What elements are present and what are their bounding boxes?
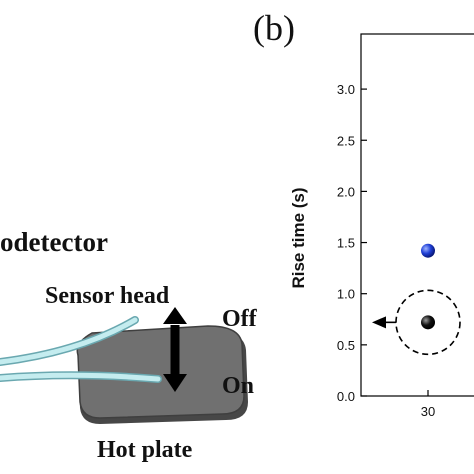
y-tick-label: 0.5	[337, 338, 355, 353]
optical-fibers	[0, 316, 162, 383]
x-axis-ticks: 30	[421, 390, 435, 419]
off-label: Off	[222, 306, 258, 332]
on-label: On	[222, 373, 254, 399]
up-down-arrow-icon	[163, 307, 187, 392]
sensor-head-label: Sensor head	[45, 283, 170, 309]
data-point-2	[421, 315, 435, 330]
y-tick-label: 3.0	[337, 82, 355, 97]
data-point-1	[421, 243, 435, 258]
y-tick-label: 1.5	[337, 236, 355, 251]
y-tick-label: 2.0	[337, 184, 355, 199]
y-tick-label: 0.0	[337, 389, 355, 404]
hot-plate-label: Hot plate	[97, 437, 193, 463]
data-points	[421, 243, 435, 330]
photodetector-label: odetector	[0, 227, 108, 257]
rise-time-chart: 0.0 0.5 1.0 1.5 2.0 2.5 3.0 30 Rise time (s)	[289, 33, 474, 419]
annotation	[372, 289, 461, 356]
hot-plate	[76, 325, 248, 424]
plot-frame	[360, 33, 474, 397]
y-tick-label: 2.5	[337, 133, 355, 148]
schematic: odetector Sensor head Off On Hot plate	[0, 227, 258, 463]
y-axis-title: Rise time (s)	[289, 187, 308, 288]
panel-b-label: (b)	[253, 8, 295, 48]
x-tick-label: 30	[421, 404, 435, 419]
y-tick-label: 1.0	[337, 287, 355, 302]
y-axis-ticks: 0.0 0.5 1.0 1.5 2.0 2.5 3.0	[337, 82, 367, 404]
left-arrow-icon	[372, 316, 386, 329]
